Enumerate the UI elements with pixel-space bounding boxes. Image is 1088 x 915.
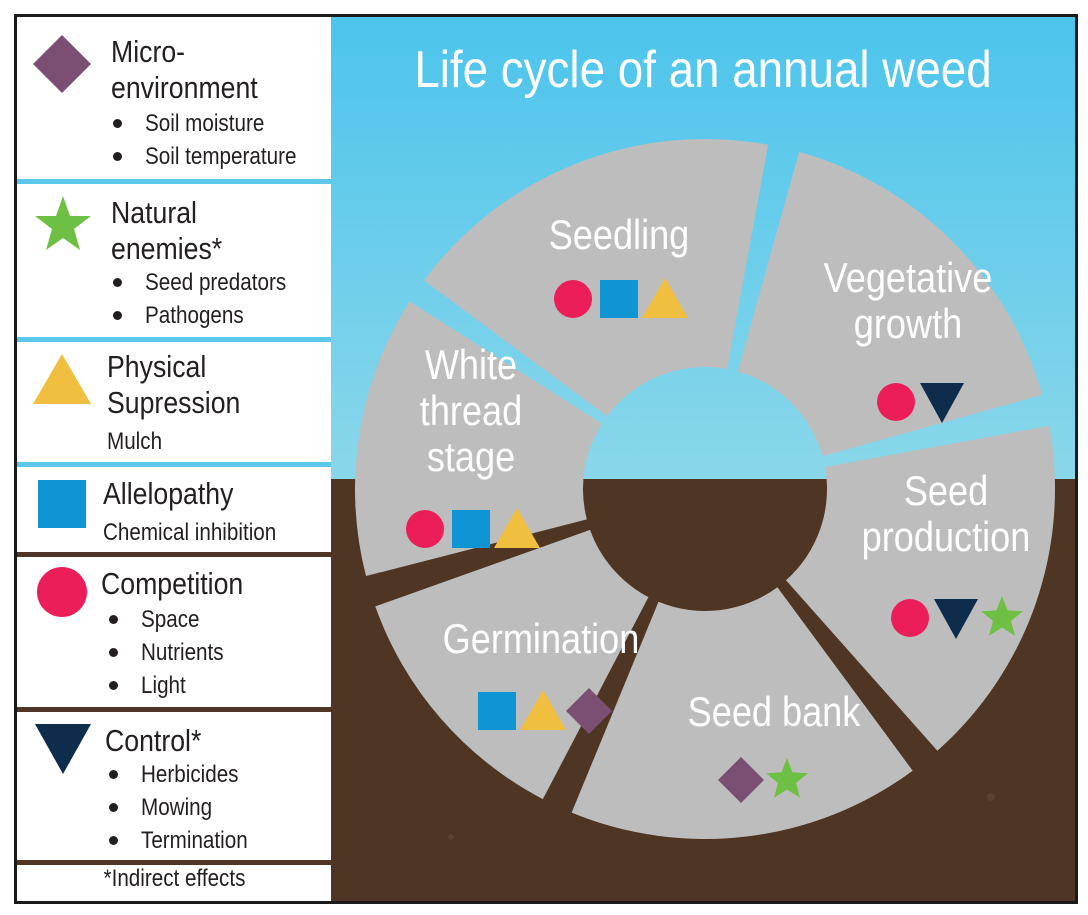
down-triangle-icon (934, 599, 978, 639)
list-item: Seed predators (111, 266, 309, 299)
stage-label-line: production (862, 515, 1031, 561)
diamond-icon (566, 688, 612, 734)
stage-label-line: Vegetative (824, 256, 993, 302)
legend-list-control: Herbicides Mowing Termination (107, 758, 265, 857)
legend-divider (17, 860, 331, 865)
triangle-icon (33, 354, 91, 404)
star-icon (766, 758, 808, 798)
legend-divider (17, 707, 331, 712)
legend-list-competition: Space Nutrients Light (107, 603, 237, 702)
stage-germination: Germination (443, 617, 640, 663)
legend-title-physical-2: Supression (107, 385, 241, 420)
triangle-icon (642, 278, 688, 318)
star-icon (35, 196, 91, 250)
list-item: Soil temperature (111, 140, 321, 173)
circle-icon (37, 567, 87, 617)
legend-list-enemies: Seed predators Pathogens (111, 266, 309, 332)
list-item: Soil moisture (111, 107, 321, 140)
stage-label-line: White (425, 343, 517, 389)
list-item: Nutrients (107, 636, 237, 669)
list-item: Termination (107, 824, 265, 857)
legend-subtitle-allelopathy: Chemical inhibition (103, 519, 277, 546)
legend-subtitle-physical: Mulch (107, 428, 163, 455)
ring-segment-germination (375, 529, 649, 800)
stage-label-line: Seed (904, 469, 988, 515)
circle-icon (877, 383, 915, 421)
stage-label-line: stage (427, 435, 515, 481)
square-icon (600, 280, 638, 318)
legend-physical-supression: Physical Supression Mulch (17, 342, 331, 462)
legend-title-enemies-1: Natural (111, 195, 197, 230)
diagram-title: Life cycle of an annual weed (414, 41, 991, 98)
triangle-icon (520, 690, 566, 730)
square-icon (478, 692, 516, 730)
list-item: Mowing (107, 791, 265, 824)
footnote: *Indirect effects (103, 865, 245, 892)
legend-title-competition: Competition (101, 566, 244, 601)
stage-label-line: Seedling (549, 213, 690, 259)
diamond-icon (33, 35, 91, 93)
stage-label-line: growth (854, 302, 962, 348)
star-icon (981, 596, 1023, 636)
legend-divider (17, 179, 331, 184)
legend-allelopathy: Allelopathy Chemical inhibition (17, 467, 331, 552)
square-icon (452, 510, 490, 548)
legend-divider (17, 337, 331, 342)
legend-title-physical-1: Physical (107, 349, 207, 384)
list-item: Space (107, 603, 237, 636)
down-triangle-icon (920, 383, 964, 423)
stage-label-line: Germination (443, 617, 640, 663)
cycle-ring (355, 139, 1055, 839)
diamond-icon (718, 757, 764, 803)
legend-natural-enemies: Natural enemies* Seed predators Pathogen… (17, 184, 331, 337)
ring-segment-vegetative-growth (737, 151, 1043, 457)
ring-segment-seed-production (785, 425, 1055, 751)
stage-factor-icons (406, 278, 1023, 803)
ring-segment-seed-bank (571, 587, 913, 839)
legend-title-allelopathy: Allelopathy (103, 476, 234, 511)
list-item: Pathogens (111, 299, 309, 332)
legend-list-micro: Soil moisture Soil temperature (111, 107, 321, 173)
stage-seed-bank: Seed bank (688, 690, 861, 736)
ring-segment-seedling (424, 139, 769, 417)
legend-divider (17, 552, 331, 557)
stage-label-line: Seed bank (688, 690, 861, 736)
list-item: Herbicides (107, 758, 265, 791)
legend-title-enemies-2: enemies* (111, 231, 223, 266)
ring-segment-white-thread-stage (355, 301, 602, 577)
legend-title-control: Control* (105, 723, 202, 758)
down-triangle-icon (35, 724, 91, 774)
legend-competition: Competition Space Nutrients Light (17, 557, 331, 707)
square-icon (38, 480, 86, 528)
list-item: Light (107, 669, 237, 702)
stage-labels: SeedlingVegetativegrowthSeedproductionSe… (420, 213, 1031, 736)
legend-title-micro-2: environment (111, 70, 258, 105)
legend-micro-environment: Micro- environment Soil moisture Soil te… (17, 17, 331, 179)
stage-label-line: thread (420, 389, 522, 435)
legend-title-micro-1: Micro- (111, 34, 186, 69)
triangle-icon (494, 508, 540, 548)
life-cycle-diagram: Life cycle of an annual weed SeedlingVeg… (331, 17, 1075, 901)
legend-panel: Micro- environment Soil moisture Soil te… (17, 17, 331, 901)
figure-frame: Micro- environment Soil moisture Soil te… (14, 14, 1078, 904)
circle-icon (406, 510, 444, 548)
legend-control: Control* Herbicides Mowing Termination (17, 712, 331, 860)
stage-seedling: Seedling (549, 213, 690, 259)
circle-icon (891, 599, 929, 637)
circle-icon (554, 280, 592, 318)
legend-divider (17, 462, 331, 467)
